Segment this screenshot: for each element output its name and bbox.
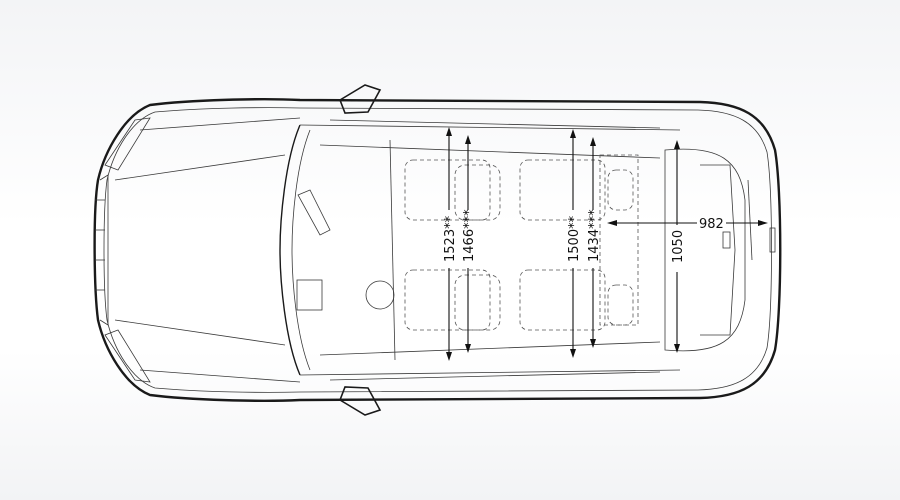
dimension-label-1050: 1050 — [671, 230, 686, 263]
dimension-label-1466: 1466*** — [462, 209, 477, 262]
car-body — [93, 98, 782, 402]
dimension-label-1434: 1434*** — [587, 209, 602, 262]
dimension-label-982: 982 — [699, 217, 724, 232]
dimension-lines — [446, 127, 768, 361]
dimension-label-1500: 1500** — [567, 215, 582, 262]
side-mirrors — [339, 84, 382, 416]
seats — [404, 154, 639, 331]
dimension-label-1523: 1523** — [443, 215, 458, 262]
trunk — [664, 148, 776, 352]
cabin-frame — [279, 119, 681, 381]
